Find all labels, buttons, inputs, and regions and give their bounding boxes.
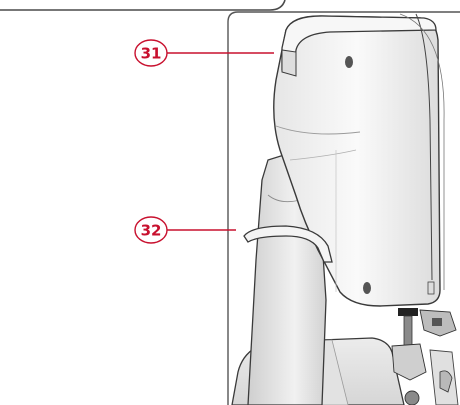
presser-screw (432, 318, 442, 326)
thread-guide-wire (399, 13, 445, 290)
adjust-knob (404, 390, 420, 405)
callout-32-label: 32 (141, 222, 162, 240)
thread-hook (243, 225, 333, 263)
machine-group (231, 13, 459, 405)
screw-upper (345, 56, 353, 68)
thread-line (415, 13, 433, 281)
screw-lower (363, 282, 371, 294)
head-seam-lower (289, 149, 357, 161)
callout-31-label: 31 (141, 45, 162, 63)
feed-mechanism (391, 343, 427, 381)
head-seam-upper (275, 125, 361, 135)
needle-clamp (398, 308, 418, 316)
handle-top-cap (281, 15, 437, 75)
callout-31: 31 (134, 39, 274, 67)
thread-guide (427, 281, 435, 295)
bobbin-cover (439, 370, 453, 393)
callout-32: 32 (134, 216, 236, 244)
handle-front-face (281, 49, 297, 77)
view-frame (227, 11, 460, 405)
adjacent-panel-edge (0, 0, 286, 11)
